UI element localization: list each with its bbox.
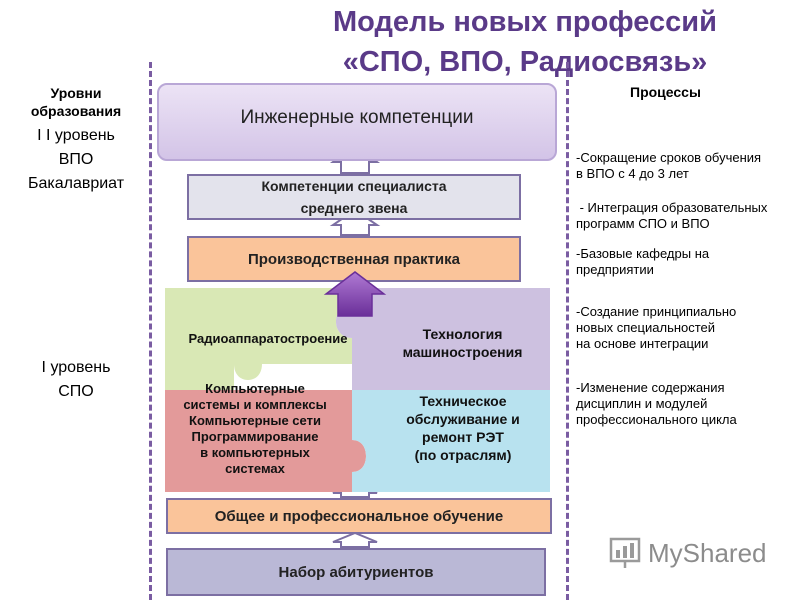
machinery-label: Технология машиностроения	[402, 326, 523, 360]
mid-line-2: среднего звена	[300, 200, 408, 216]
recruitment-box: Набор абитуриентов	[166, 548, 546, 596]
process-item: -Базовые кафедры на предприятии	[576, 246, 710, 277]
general-training-label: Общее и профессиональное обучение	[214, 507, 504, 525]
process-item: -Изменение содержания дисциплин и модуле…	[576, 380, 737, 427]
right-divider	[566, 62, 569, 600]
puzzle-piece-machinery	[336, 288, 550, 390]
levels-heading: Уровни образования	[30, 85, 122, 119]
puzzle-piece-service	[352, 390, 550, 492]
engineering-competencies-label: Инженерные компетенции	[240, 107, 474, 128]
brand-text: MyShared	[648, 537, 767, 568]
general-training-box: Общее и профессиональное обучение	[166, 498, 552, 534]
page-title: Модель новых профессий «СПО, ВПО, Радиос…	[250, 2, 800, 82]
level-1-label: I уровень СПО	[41, 359, 111, 400]
engineering-competencies-box: Инженерные компетенции	[157, 83, 557, 161]
mid-level-competencies-box: Компетенции специалиста среднего звена	[187, 174, 521, 220]
radio-label: Радиоаппаратостроение	[188, 331, 348, 346]
process-item: - Интеграция образовательных программ СП…	[576, 200, 768, 231]
service-label: Техническое обслуживание и ремонт РЭТ (п…	[406, 393, 520, 463]
level-2-label: I I уровень ВПО Бакалавриат	[27, 127, 125, 192]
process-item: -Создание принципиально новых специально…	[576, 304, 737, 351]
recruitment-label: Набор абитуриентов	[278, 563, 434, 581]
puzzle-piece-computers	[165, 390, 366, 492]
process-item: -Сокращение сроков обучения в ВПО с 4 до…	[576, 150, 762, 181]
industrial-practice-box: Производственная практика	[187, 236, 521, 282]
title-line-1: Модель новых профессий	[333, 6, 717, 38]
puzzle-piece-radio	[165, 288, 352, 390]
brand-logo: MyShared	[608, 536, 767, 570]
title-line-2: «СПО, ВПО, Радиосвязь»	[342, 46, 708, 78]
mid-line-1: Компетенции специалиста	[261, 178, 447, 194]
computers-label: Компьютерные системы и комплексы Компьют…	[183, 381, 327, 476]
processes-heading: Процессы	[630, 84, 701, 100]
left-divider	[149, 62, 152, 600]
arrow-up-icon	[323, 271, 387, 317]
industrial-practice-label: Производственная практика	[247, 250, 461, 268]
presentation-icon	[609, 537, 641, 568]
arrow-up-icon	[332, 531, 378, 548]
